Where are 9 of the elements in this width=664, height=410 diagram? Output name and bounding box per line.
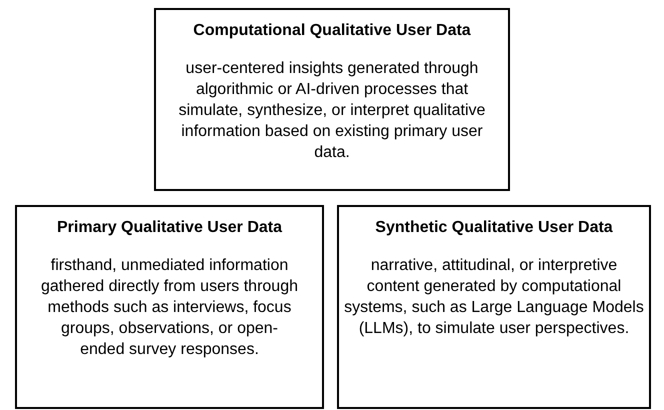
- box-heading: Computational Qualitative User Data: [192, 22, 472, 40]
- definition-text: user-centered insights generated through algorithmic or AI-driven processes that simulate, synthesize, or interpret qualitative information based on existing primary user data.: [178, 59, 486, 163]
- box-heading: Synthetic Qualitative User Data: [374, 219, 614, 237]
- definition-box: [15, 205, 324, 409]
- definition-box: [337, 205, 651, 409]
- definition-text: narrative, attitudinal, or interpretive content generated by computational systems, such as Large Language Models (LLMs), to simulate user perspectives.: [344, 256, 644, 339]
- definition-box: [154, 8, 510, 191]
- definition-text: firsthand, unmediated information gathered directly from users through methods such as interviews, focus groups, observations, or open-ended survey responses.: [40, 256, 299, 360]
- box-heading: Primary Qualitative User Data: [56, 219, 284, 237]
